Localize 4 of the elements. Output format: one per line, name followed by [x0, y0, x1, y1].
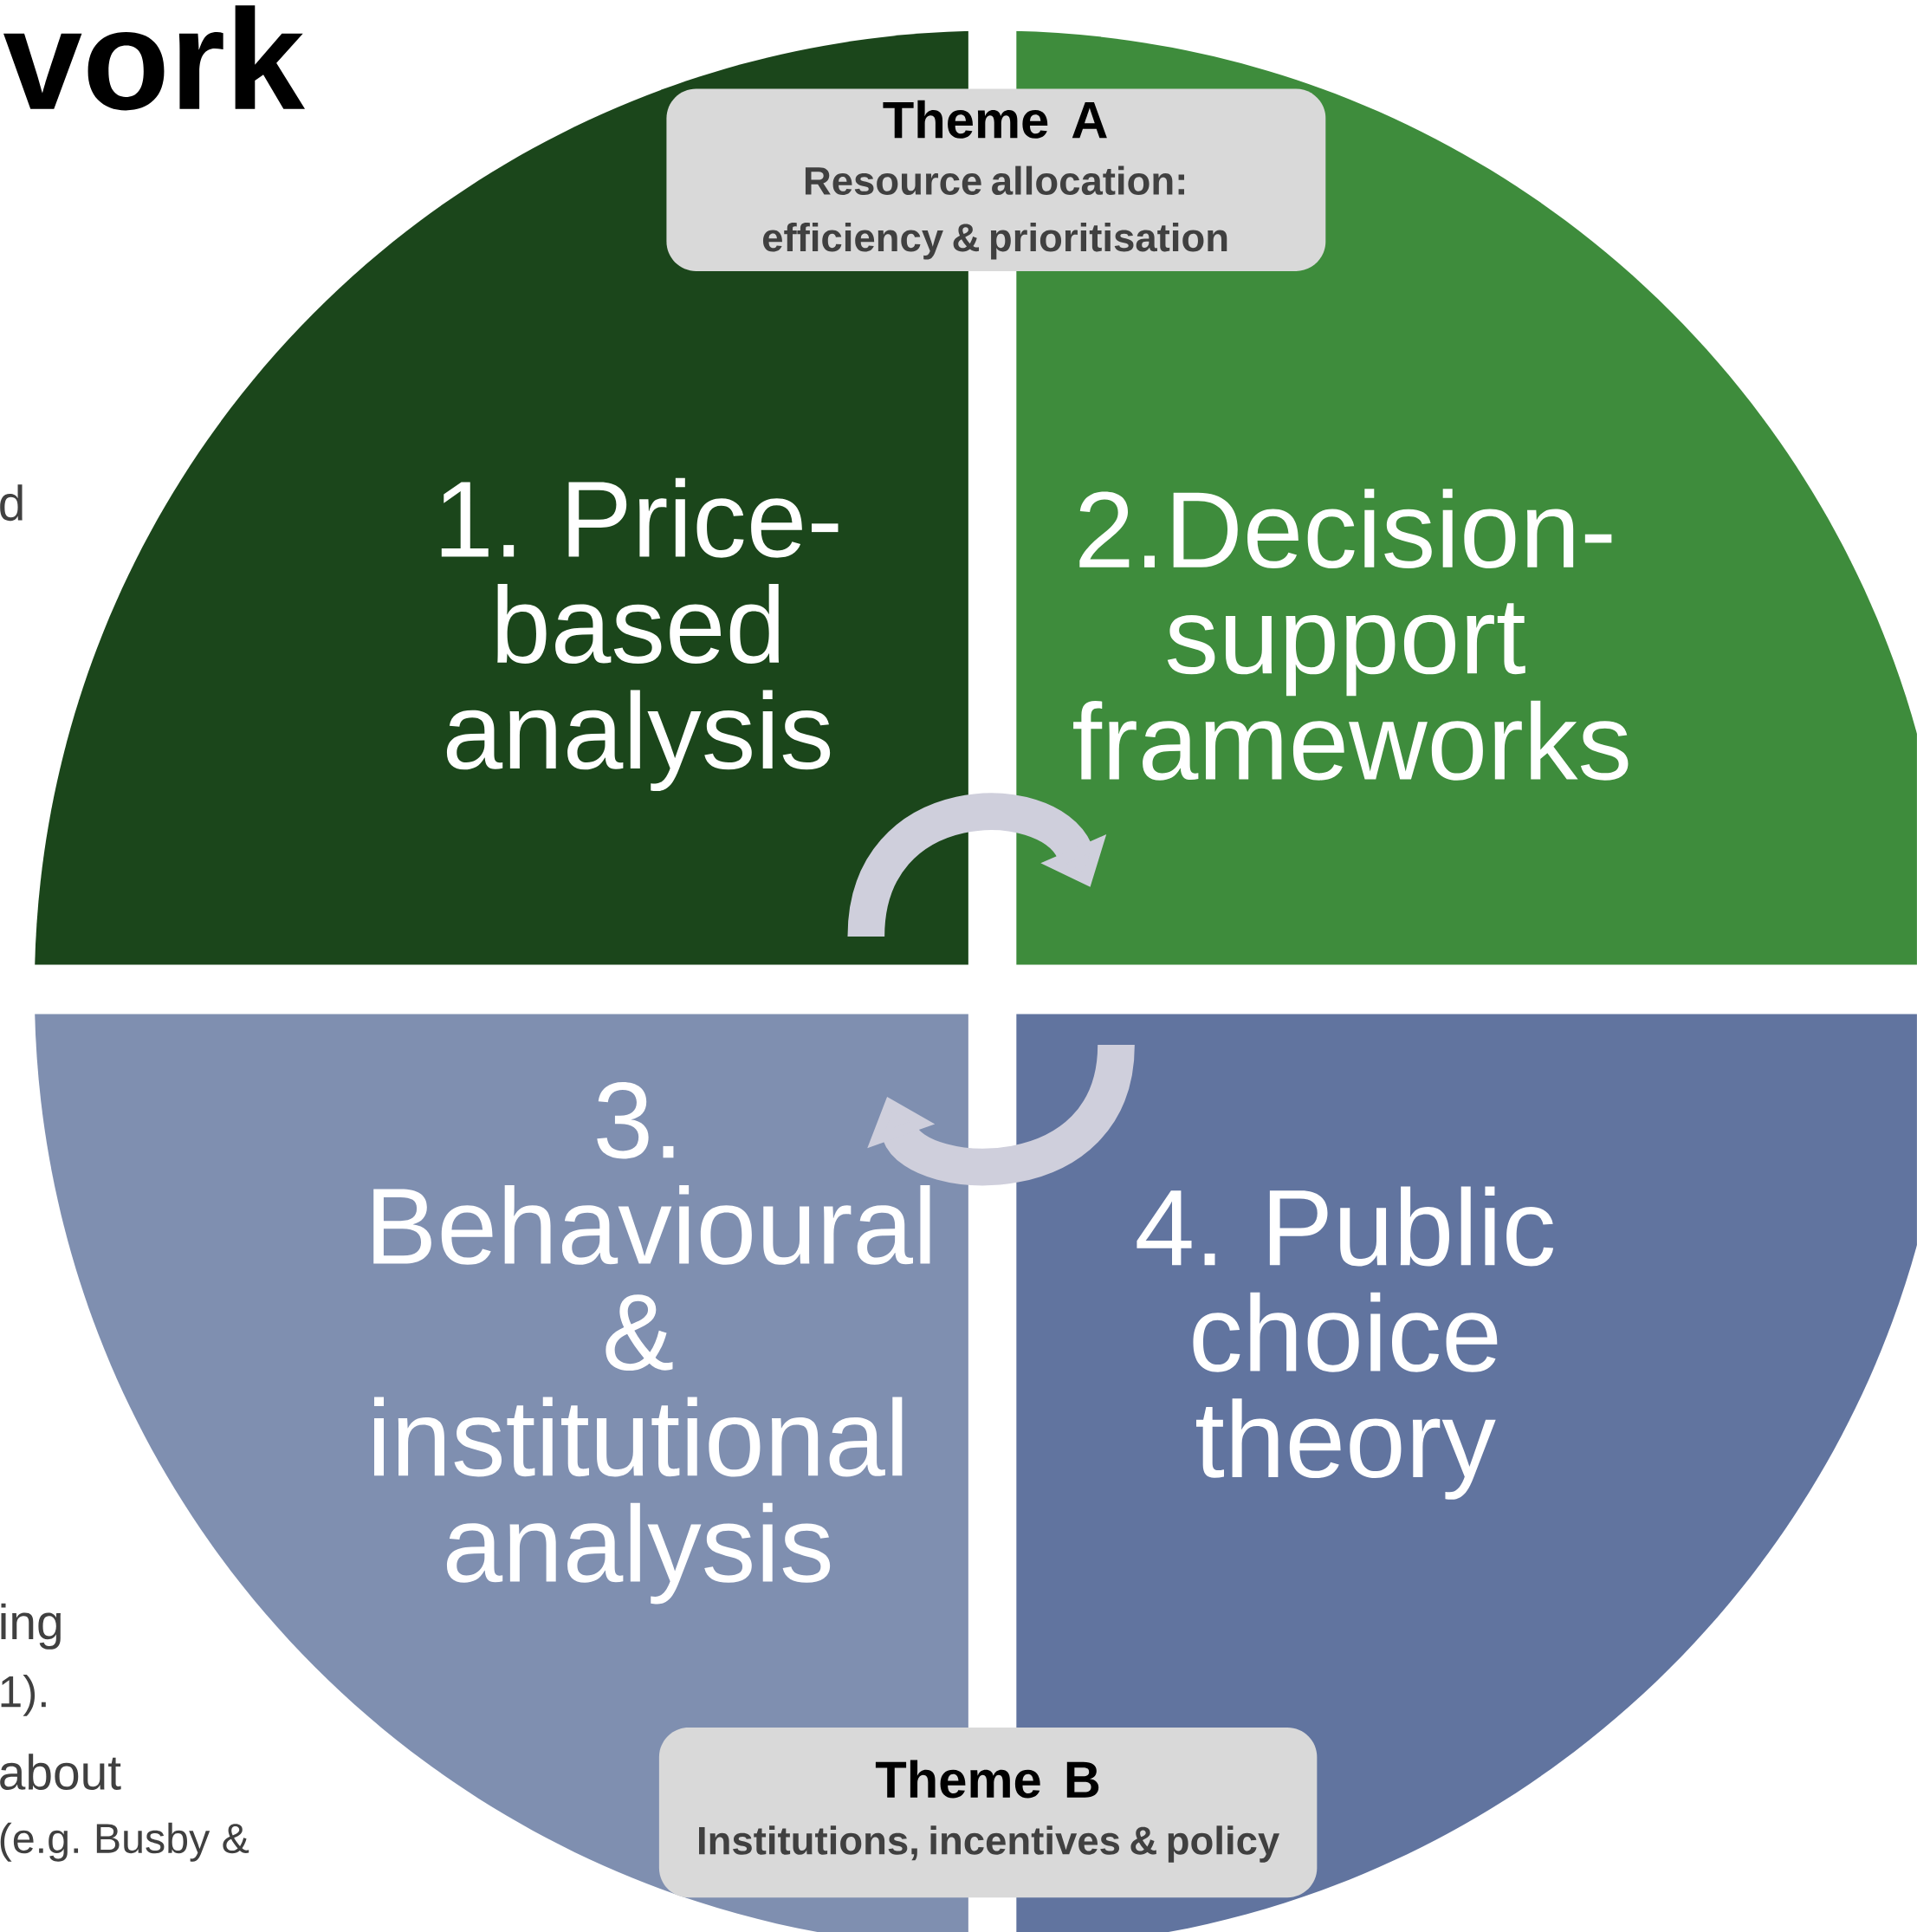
- curved-arrow: [867, 1042, 1135, 1186]
- theme-box: Theme A Resource allocation: efficiency & prioritisation: [666, 88, 1326, 271]
- curved-arrow: [847, 793, 1107, 939]
- theme-box: Theme B Institutions, incentives & policy: [658, 1727, 1318, 1898]
